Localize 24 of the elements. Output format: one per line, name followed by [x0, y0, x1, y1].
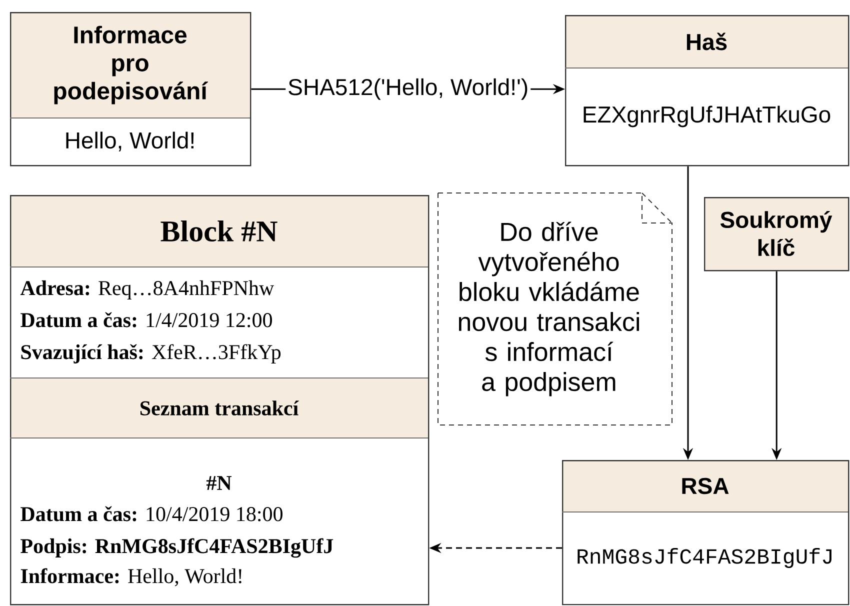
heading: Soukromý klíč: [720, 210, 832, 256]
field-text: Svazující haš: XfeR…3FfkYp: [21, 344, 281, 364]
signature-value: RnMG8sJfC4FAS2BIgUfJ: [578, 548, 832, 568]
note-text: Do dříve vytvořeného bloku vkládáme novou transakci s informací a podpisem: [458, 222, 639, 396]
value-text: Hello, World!: [66, 132, 194, 152]
titled-box: [10, 12, 252, 166]
transaction-number: #N: [206, 476, 232, 490]
heading: Haš: [686, 32, 727, 50]
section-heading: Seznam transakcí: [140, 400, 299, 416]
block-title: Block #N: [160, 220, 278, 242]
field-text: Podpis: RnMG8sJfC4FAS2BIgUfJ: [20, 538, 334, 558]
field-text: Datum a čas: 1/4/2019 12:00: [20, 312, 272, 328]
block-card: [10, 195, 430, 606]
field-text: Datum a čas: 10/4/2019 18:00: [20, 506, 282, 522]
hash-value: EZXgnrRgUfJHAtTkuGo: [584, 106, 830, 128]
field-text: Informace: Hello, World!: [20, 568, 242, 586]
key-box: [704, 197, 850, 272]
field-text: Adresa: Req…8A4nhFPNhw: [20, 280, 274, 300]
titled-box: [564, 15, 850, 166]
edge-label: SHA512('Hello, World!'): [286, 76, 531, 102]
heading: Informace pro podepisování: [54, 26, 208, 104]
titled-box: [562, 460, 850, 606]
note-shape: [438, 192, 672, 426]
heading: RSA: [682, 478, 729, 494]
